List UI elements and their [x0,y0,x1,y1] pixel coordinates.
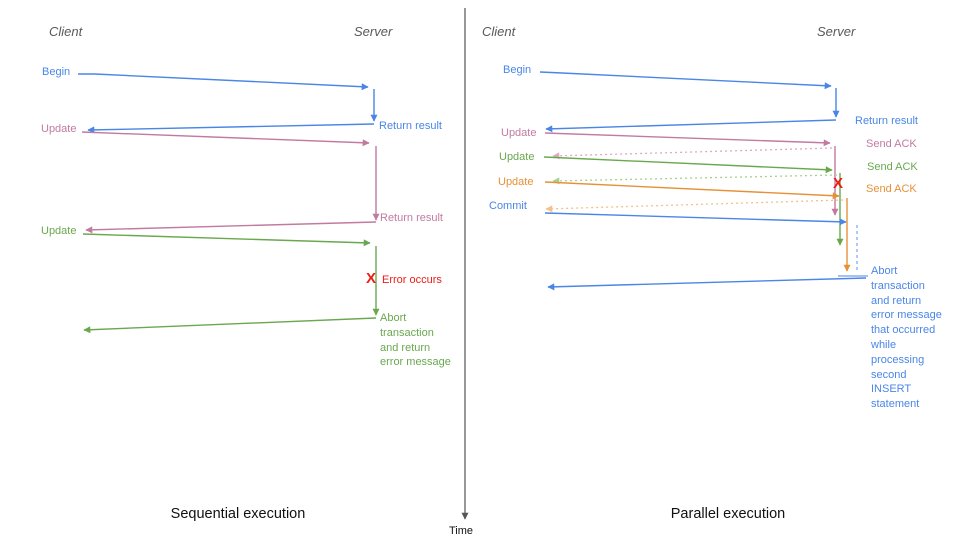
seq-caption: Sequential execution [170,506,306,522]
par-commit-label: Commit [489,200,527,212]
par-update-label-1: Update [501,127,537,139]
parallel-panel-arrows [539,71,868,291]
seq-error-occurs-label: Error occurs [382,274,442,286]
seq-error-x-icon: X [366,270,377,287]
time-axis-label: Time [449,525,474,537]
par-update-request-arrow-2 [543,156,833,174]
par-server-header: Server [817,24,856,39]
par-client-header: Client [482,24,516,39]
seq-update-label-1: Update [41,123,77,135]
seq-begin-label: Begin [42,66,71,78]
par-abort-message-label: Abort transaction and return error messa… [871,265,942,411]
seq-abort-return-arrow [83,317,377,334]
seq-update-label-2: Update [41,225,77,237]
par-send-ack-label-3: Send ACK [866,183,917,195]
seq-return-result-arrow-1 [87,123,375,134]
par-send-ack-arrow-2 [552,174,838,185]
par-update-request-arrow-1 [544,132,831,147]
par-return-result-label: Return result [855,115,918,127]
seq-return-result-label-2: Return result [380,212,443,224]
par-send-ack-arrow-3 [545,199,844,213]
par-send-ack-arrow-1 [552,147,833,160]
par-begin-request-arrow [539,71,832,90]
seq-begin-request-arrow [78,73,369,91]
par-send-ack-label-1: Send ACK [866,138,917,150]
par-abort-return-arrow [547,277,867,291]
par-send-ack-label-2: Send ACK [867,161,918,173]
seq-update-request-arrow-2 [82,233,371,247]
seq-update-request-arrow-1 [81,131,370,147]
par-update-label-2: Update [499,151,535,163]
par-begin-label: Begin [503,64,532,76]
par-update-request-arrow-3 [544,181,840,200]
seq-return-result-label-1: Return result [379,120,442,132]
par-caption: Parallel execution [670,506,786,522]
par-commit-request-arrow [544,212,847,226]
seq-client-header: Client [49,24,83,39]
seq-return-result-arrow-2 [85,221,377,234]
sequential-panel-arrows [78,73,380,334]
par-error-x-icon: X [833,175,844,192]
seq-abort-message-label: Abort transaction and return error messa… [380,312,451,369]
par-return-result-arrow [545,119,837,133]
par-update-label-3: Update [498,176,534,188]
seq-server-header: Server [354,24,393,39]
